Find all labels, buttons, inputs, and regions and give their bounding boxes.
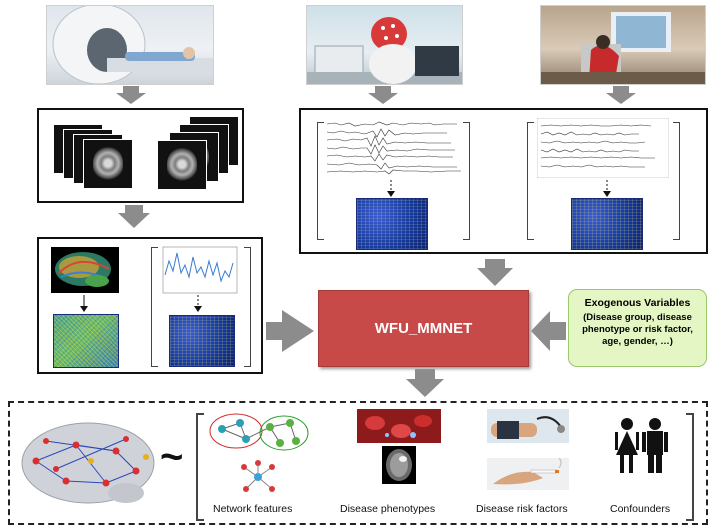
left-bracket	[527, 122, 534, 240]
exogenous-variables-box: Exogenous Variables (Disease group, dise…	[568, 289, 707, 367]
right-bracket	[673, 122, 680, 240]
eeg-recording-photo	[306, 5, 463, 85]
brain-scan-image	[382, 446, 416, 484]
eeg-traces-chart-2	[537, 118, 669, 178]
arrow-mmnet-to-outcomes	[406, 369, 444, 397]
arrow-down-icon	[80, 295, 88, 312]
mri-scanner-photo	[46, 5, 214, 85]
arrow-signals-to-mmnet	[477, 259, 513, 286]
label-disease-phenotypes: Disease phenotypes	[340, 503, 436, 515]
tilde-symbol: ~	[160, 435, 184, 479]
arrow-fmri-to-signals	[606, 86, 636, 104]
left-bracket	[196, 413, 204, 521]
wfu-mmnet-label: WFU_MMNET	[374, 320, 473, 337]
eeg-cap-illustration	[307, 17, 462, 84]
blood-cells-image	[357, 409, 441, 443]
eeg-traces-chart-1	[327, 118, 467, 178]
right-bracket	[244, 247, 251, 367]
arrow-images-to-connectivity	[118, 205, 150, 228]
dotted-arrow-down-icon	[387, 180, 395, 197]
brain-network-image	[21, 422, 155, 504]
blood-pressure-image	[487, 409, 569, 443]
fmri-room-illustration	[541, 12, 705, 84]
arrow-exogenous-to-mmnet	[531, 311, 566, 351]
left-bracket	[151, 247, 158, 367]
label-disease-risk-factors: Disease risk factors	[476, 503, 568, 515]
mri-scanner-illustration	[52, 6, 213, 84]
gender-icon	[615, 418, 668, 473]
dotted-arrow-down-icon	[603, 180, 611, 197]
wfu-mmnet-box: WFU_MMNET	[318, 290, 529, 367]
fmri-slice-4	[157, 140, 207, 190]
smoking-image	[487, 458, 569, 490]
arrow-mri-to-images	[116, 86, 146, 104]
fmri-stimulus-photo	[540, 5, 706, 85]
fmri-timeseries-chart	[162, 246, 238, 294]
exogenous-detail: (Disease group, disease phenotype or ris…	[582, 312, 693, 347]
label-network-features: Network features	[213, 503, 293, 515]
network-features-image	[209, 413, 309, 492]
exogenous-title: Exogenous Variables	[584, 297, 691, 309]
fmri-connectivity-matrix	[169, 315, 235, 367]
arrow-connectivity-to-mmnet	[266, 310, 314, 352]
left-bracket	[317, 122, 324, 240]
dti-slice-4	[83, 139, 133, 189]
eeg-connectivity-matrix-1	[356, 198, 428, 250]
eeg-connectivity-matrix-2	[571, 198, 643, 250]
eeg-signals-panel	[299, 108, 708, 254]
right-bracket	[463, 122, 470, 240]
arrow-eeg-to-signals	[368, 86, 398, 104]
outcomes-panel: ~	[8, 401, 708, 525]
tractography-image	[51, 247, 119, 293]
right-bracket	[686, 413, 694, 521]
connectivity-panel	[37, 237, 263, 374]
label-confounders: Confounders	[610, 503, 671, 515]
mri-image-stack-panel	[37, 108, 244, 203]
dotted-arrow-down-icon	[194, 295, 202, 312]
dti-connectivity-matrix	[53, 314, 119, 368]
